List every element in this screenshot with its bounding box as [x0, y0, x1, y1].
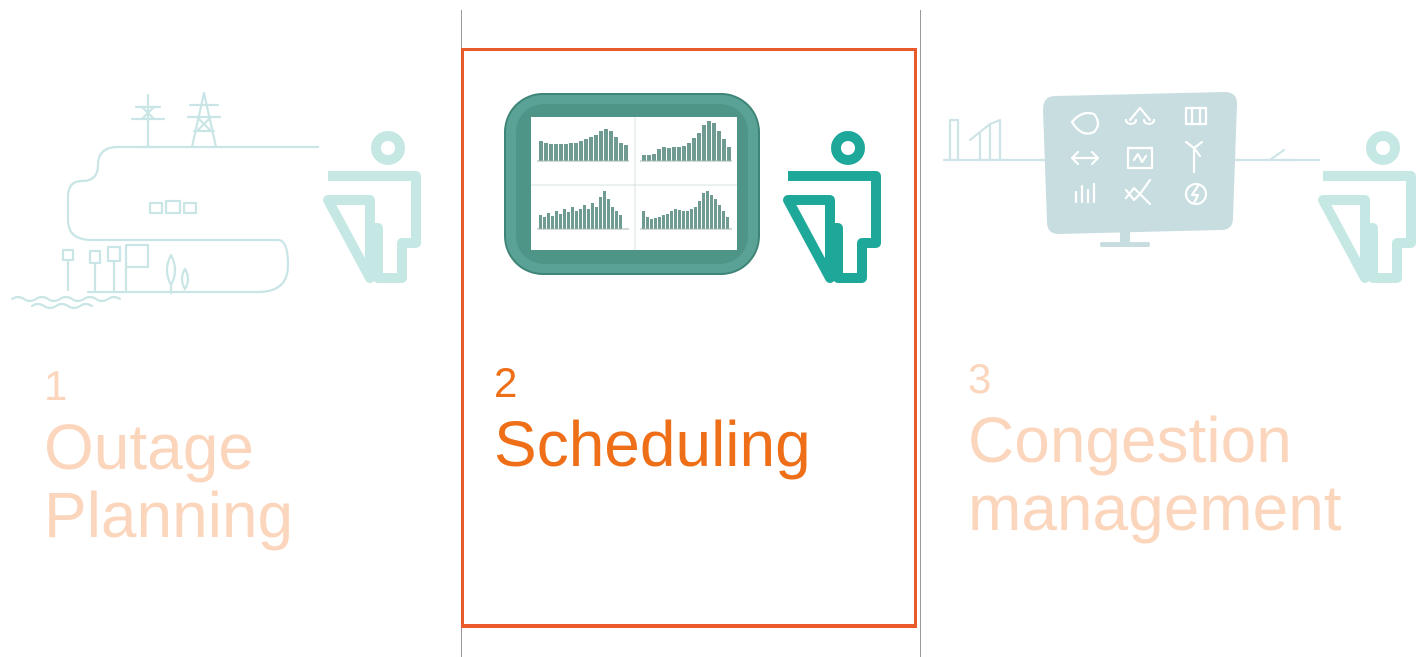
scheduling-monitor-icon [504, 93, 760, 275]
stage-2-name-line1: Scheduling [494, 408, 811, 480]
stage-1-label: 1 Outage Planning [44, 362, 294, 551]
operator-icon-stage1 [320, 128, 430, 288]
stage-3-name-line1: Congestion [968, 404, 1292, 476]
grid-landscape-icon [8, 85, 328, 310]
stage-1-name-line1: Outage [44, 411, 254, 483]
stage-1-name-line2: Planning [44, 479, 294, 551]
divider-right [920, 10, 921, 657]
stage-2-number: 2 [494, 359, 518, 406]
stage-1-number: 1 [44, 362, 68, 409]
stage-3-label: 3 Congestion management [968, 355, 1342, 544]
congestion-dashboard-icon [940, 90, 1320, 252]
stage-3-number: 3 [968, 355, 992, 402]
stage-3-name-line2: management [968, 472, 1342, 544]
stage-2-label: 2 Scheduling [494, 359, 811, 480]
operator-icon-stage2 [780, 128, 890, 288]
active-stage-frame [461, 48, 917, 628]
operator-icon-stage3 [1315, 128, 1425, 288]
